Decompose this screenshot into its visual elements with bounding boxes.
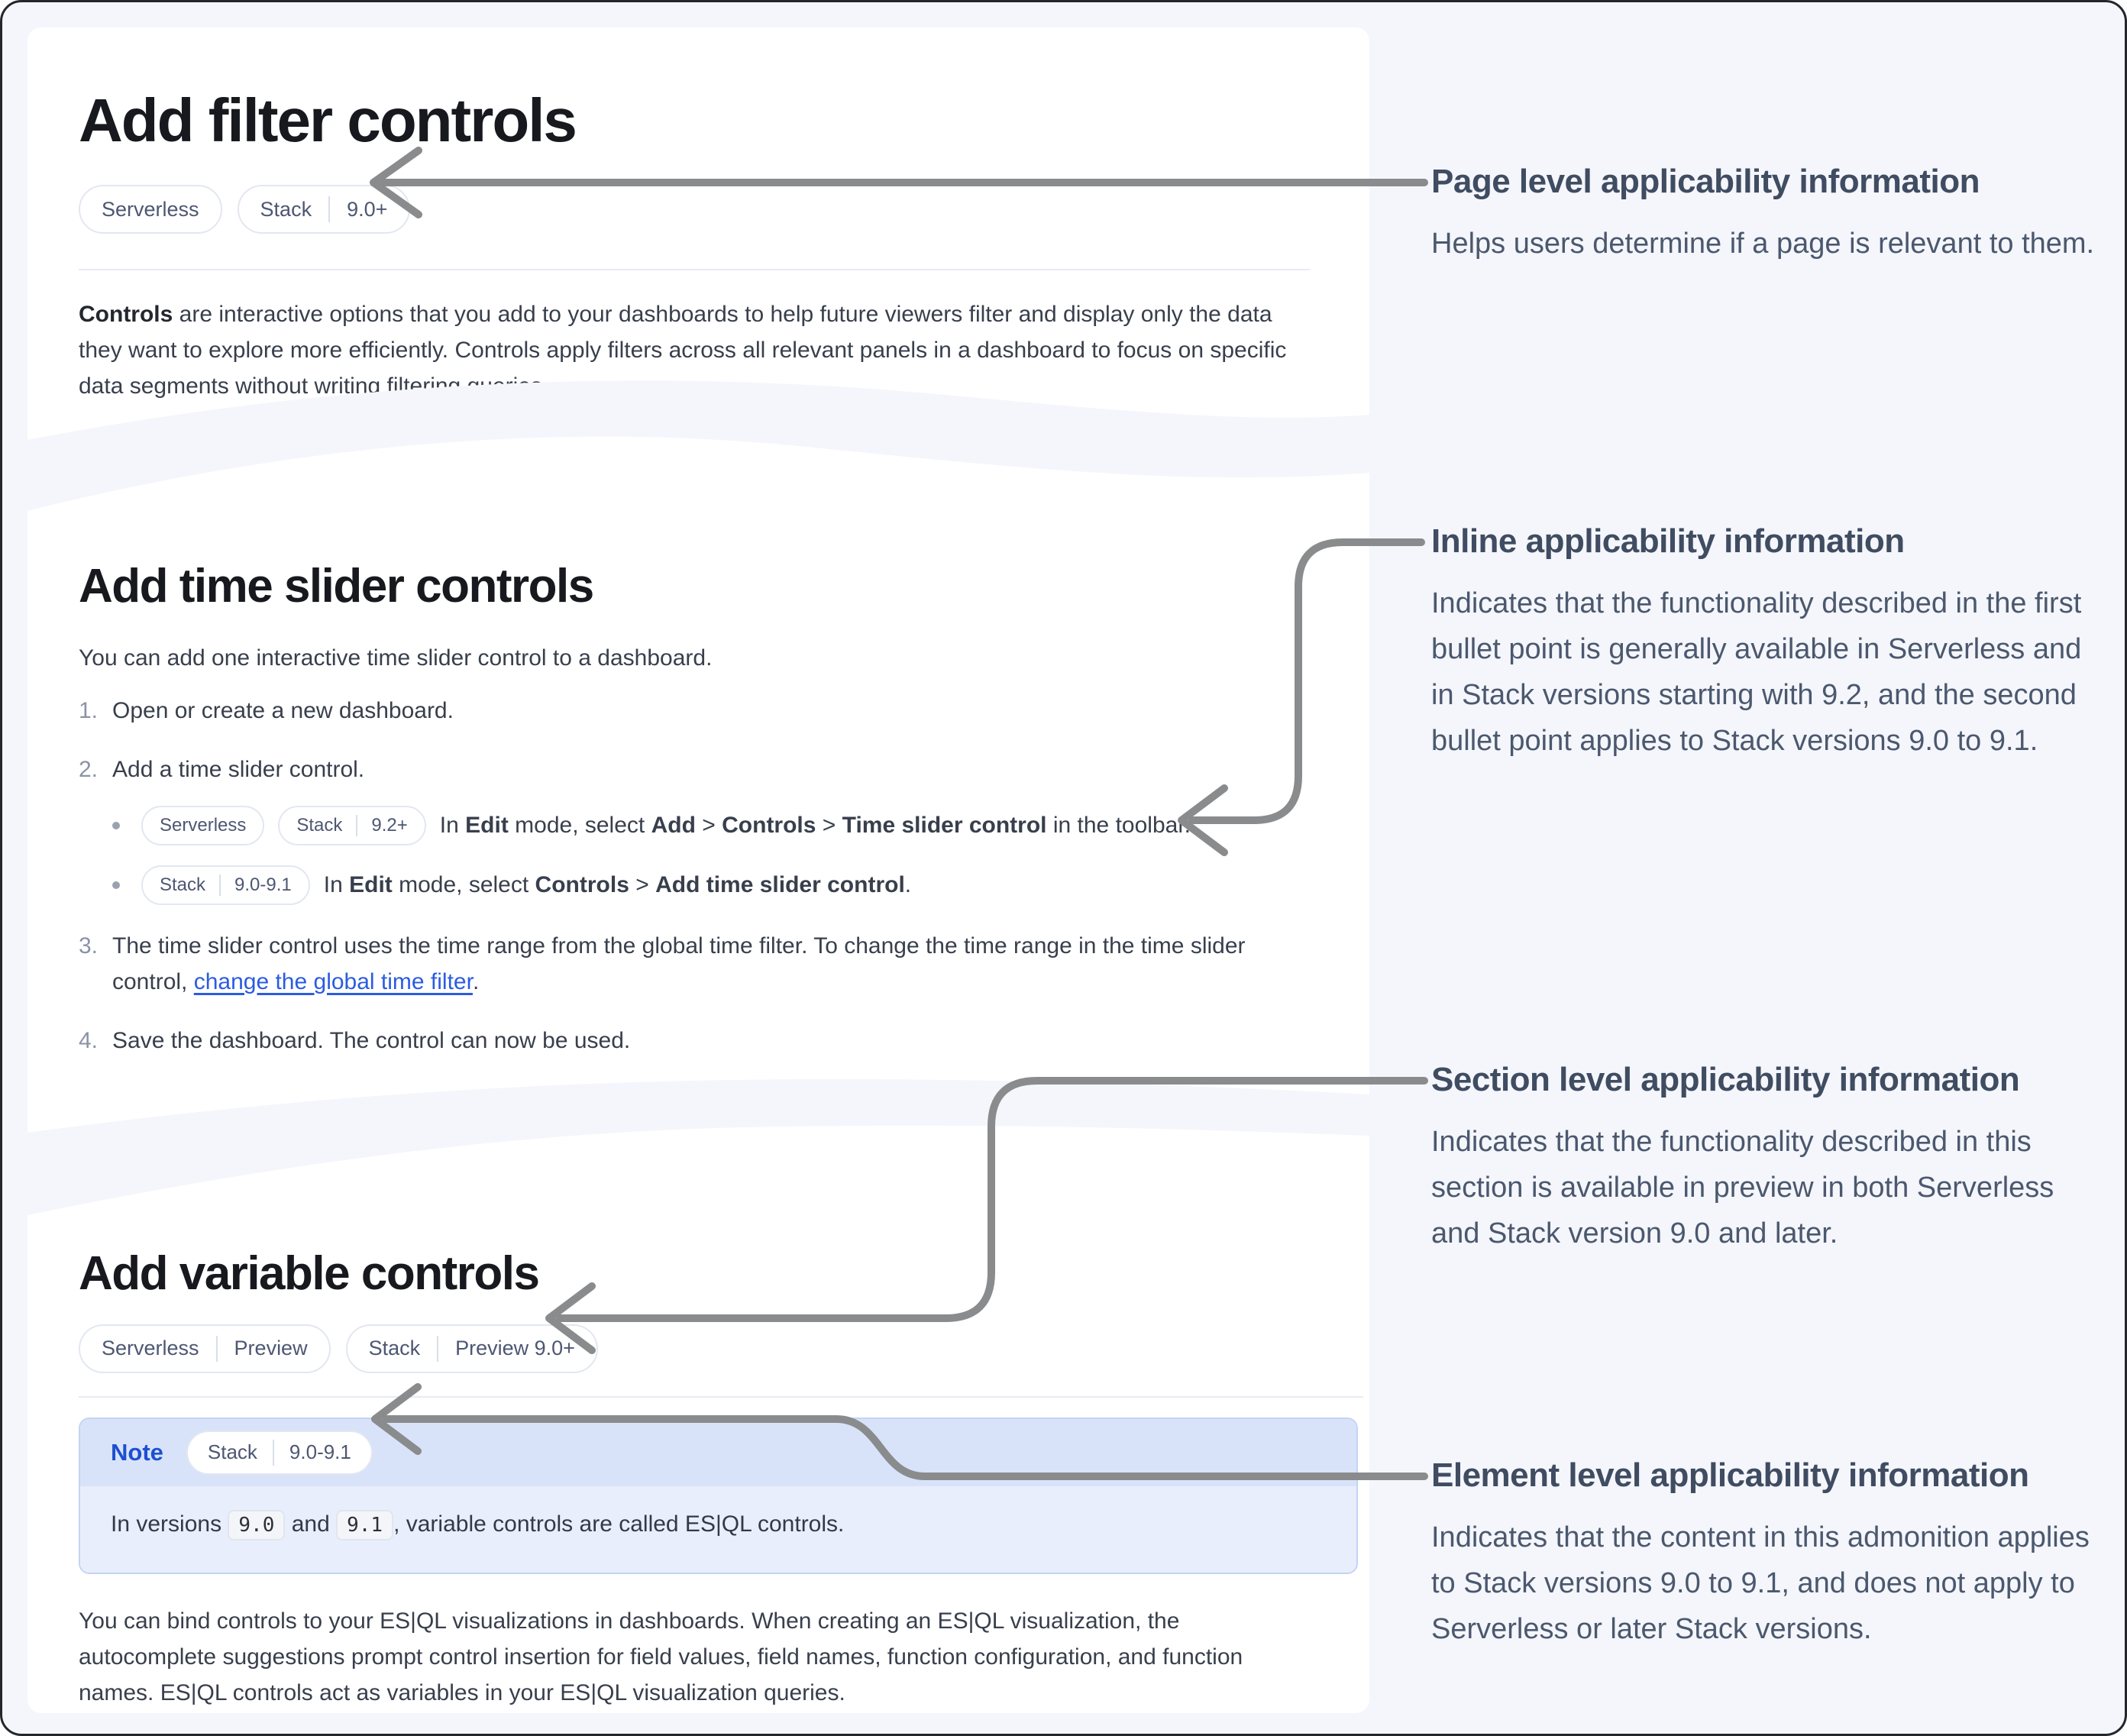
badge-version: 9.0+ bbox=[347, 197, 388, 221]
note-admonition: Note Stack 9.0-9.1 In versions 9.0 and 9… bbox=[79, 1417, 1358, 1574]
serverless-badge: Serverless bbox=[141, 805, 265, 845]
section-intro: You can add one interactive time slider … bbox=[79, 645, 713, 671]
badge-label: Serverless bbox=[102, 197, 199, 221]
annotation-page-level: Page level applicability information Hel… bbox=[1431, 161, 2103, 267]
bullet-icon bbox=[112, 821, 120, 829]
step-number: 4. bbox=[79, 1027, 99, 1053]
section-add-variable-controls: Add variable controls Serverless Preview… bbox=[79, 1246, 1363, 1711]
stack-version-badge: Stack 9.0+ bbox=[237, 185, 411, 234]
numbered-steps: 1. Open or create a new dashboard. 2. Ad… bbox=[79, 693, 1310, 1059]
step-number: 3. bbox=[79, 933, 99, 959]
annotation-body: Indicates that the content in this admon… bbox=[1431, 1521, 2090, 1645]
stack-version-badge: Stack 9.0-9.1 bbox=[141, 865, 310, 905]
badge-divider bbox=[437, 1335, 439, 1362]
step-number: 2. bbox=[79, 756, 99, 782]
step-text: The time slider control uses the time ra… bbox=[112, 933, 1246, 994]
page-title: Add filter controls bbox=[79, 86, 577, 154]
section-title: Add time slider controls bbox=[79, 560, 594, 613]
annotation-body: Indicates that the functionality describ… bbox=[1431, 587, 2082, 757]
annotation-title: Page level applicability information bbox=[1431, 163, 1980, 200]
section-add-time-slider-controls: Add time slider controls You can add one… bbox=[79, 559, 1310, 1059]
serverless-badge: Serverless bbox=[79, 185, 222, 234]
step-4: 4. Save the dashboard. The control can n… bbox=[79, 1023, 1310, 1059]
section-add-filter-controls: Add filter controls Serverless Stack 9.0… bbox=[79, 84, 1310, 404]
badge-divider bbox=[356, 814, 358, 836]
annotation-body: Indicates that the functionality describ… bbox=[1431, 1126, 2054, 1249]
inline-code: 9.1 bbox=[336, 1509, 394, 1540]
documentation-column: Add filter controls Serverless Stack 9.0… bbox=[27, 27, 1369, 1713]
annotation-inline-level: Inline applicability information Indicat… bbox=[1431, 521, 2103, 764]
annotation-title: Section level applicability information bbox=[1431, 1061, 2020, 1098]
annotation-element-level: Element level applicability information … bbox=[1431, 1455, 2103, 1652]
step-text: Save the dashboard. The control can now … bbox=[112, 1027, 631, 1053]
section-title: Add variable controls bbox=[79, 1247, 540, 1300]
stack-version-badge: Stack 9.2+ bbox=[278, 805, 426, 845]
section-divider bbox=[79, 269, 1310, 270]
annotation-title: Element level applicability information bbox=[1431, 1456, 2029, 1494]
badge-divider bbox=[328, 196, 331, 222]
note-header: Note Stack 9.0-9.1 bbox=[80, 1418, 1356, 1486]
serverless-preview-badge: Serverless Preview bbox=[79, 1324, 331, 1373]
step-2: 2. Add a time slider control. Serverless… bbox=[79, 752, 1310, 905]
stack-version-badge: Stack 9.0-9.1 bbox=[186, 1430, 373, 1475]
bullet-stack-90-91: Stack 9.0-9.1 In Edit mode, select Contr… bbox=[112, 865, 1310, 905]
bullet-serverless-stack-92: Serverless Stack 9.2+ In Edit mode, sele… bbox=[112, 805, 1310, 845]
bullet-text: In Edit mode, select Controls > Add time… bbox=[323, 872, 912, 898]
step-1: 1. Open or create a new dashboard. bbox=[79, 693, 1310, 729]
intro-paragraph: Controls are interactive options that yo… bbox=[79, 302, 1287, 399]
inline-link[interactable]: change the global time filter bbox=[193, 968, 473, 994]
stack-preview-badge: Stack Preview 9.0+ bbox=[345, 1324, 598, 1373]
bullet-text: In Edit mode, select Add > Controls > Ti… bbox=[439, 813, 1191, 839]
step-text: Open or create a new dashboard. bbox=[112, 697, 454, 723]
badge-divider bbox=[219, 874, 221, 896]
annotation-body: Helps users determine if a page is relev… bbox=[1431, 228, 2095, 260]
sub-bullets: Serverless Stack 9.2+ In Edit mode, sele… bbox=[112, 805, 1310, 905]
note-body: In versions 9.0 and 9.1, variable contro… bbox=[80, 1485, 1356, 1573]
badge-divider bbox=[215, 1335, 218, 1362]
section-applicability-badges: Serverless Preview Stack Preview 9.0+ bbox=[79, 1324, 1363, 1373]
inline-code: 9.0 bbox=[228, 1509, 286, 1540]
annotation-title: Inline applicability information bbox=[1431, 522, 1905, 560]
annotation-section-level: Section level applicability information … bbox=[1431, 1059, 2103, 1256]
note-label: Note bbox=[111, 1438, 163, 1466]
outro-paragraph: You can bind controls to your ES|QL visu… bbox=[79, 1608, 1243, 1705]
step-3: 3. The time slider control uses the time… bbox=[79, 928, 1310, 1000]
badge-divider bbox=[272, 1439, 274, 1466]
step-text: Add a time slider control. Serverless St… bbox=[112, 752, 1310, 905]
step-number: 1. bbox=[79, 697, 99, 723]
section-divider bbox=[79, 1395, 1363, 1398]
page-applicability-badges: Serverless Stack 9.0+ bbox=[79, 185, 1310, 234]
bullet-icon bbox=[112, 881, 120, 889]
badge-label: Stack bbox=[260, 197, 312, 221]
